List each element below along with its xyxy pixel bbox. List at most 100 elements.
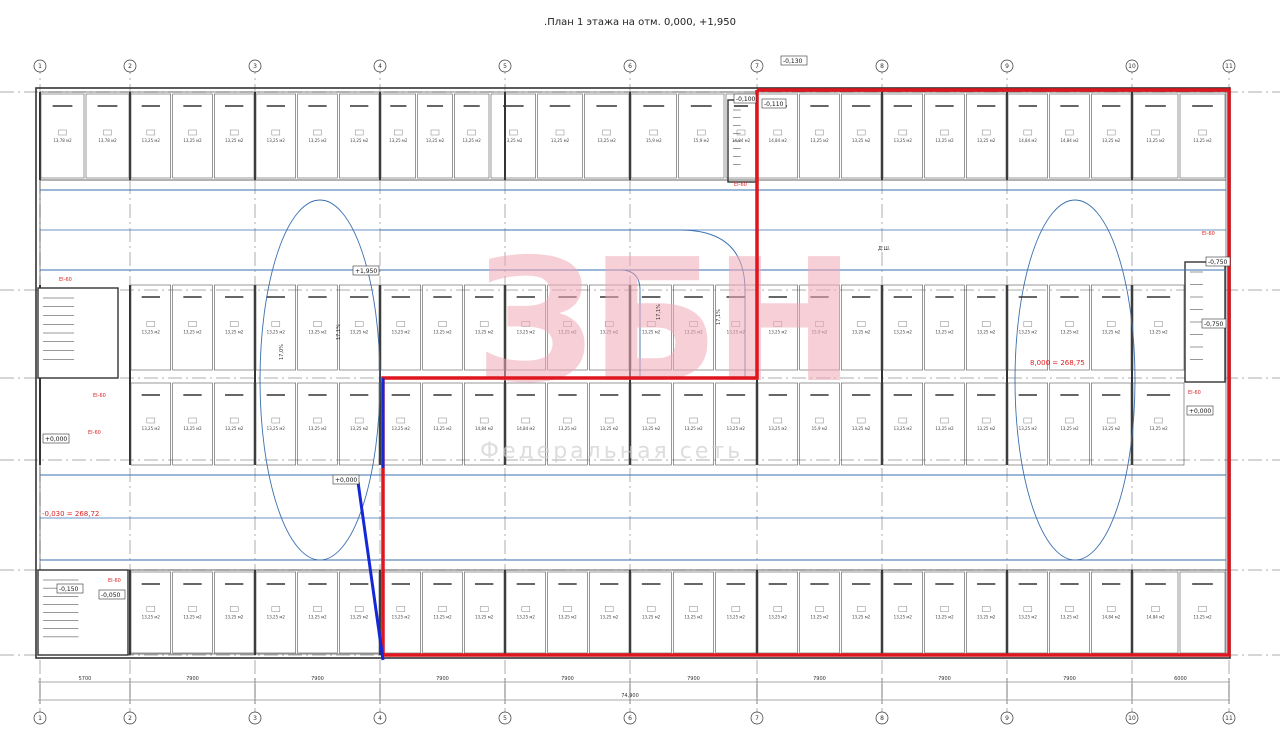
parking-area-label: 13,25 м2: [350, 615, 369, 620]
parking-space: 14,84 м2: [505, 382, 546, 466]
parking-space-outline: [297, 382, 338, 466]
parking-space: 13,25 м2: [490, 93, 536, 179]
parking-space-outline: [882, 382, 923, 466]
blue-ramp-line-diagonal: [356, 481, 385, 661]
space-number-box: [1023, 321, 1033, 327]
parking-space-outline: [255, 93, 296, 179]
space-number-box: [1154, 321, 1163, 327]
parking-space-outline: [715, 571, 757, 654]
parking-space-outline: [966, 284, 1007, 371]
parking-space: 13,25 м2: [172, 93, 213, 179]
parking-space-outline: [255, 284, 296, 371]
parking-space: 13,25 м2: [537, 93, 583, 179]
parking-space-outline: [673, 284, 714, 371]
axis-bubble-circle-top: [373, 59, 387, 73]
space-number-box: [898, 129, 908, 136]
parking-space: 13,25 м2: [1007, 382, 1048, 466]
axis-bubble: 66: [623, 59, 637, 725]
parking-space: 13,25 м2: [172, 284, 213, 371]
level-mark: +0,000: [1189, 408, 1211, 415]
fire-rating-label: EI-60: [1202, 231, 1215, 237]
space-number-box: [1065, 321, 1074, 327]
parking-space: 13,25 м2: [882, 93, 923, 179]
space-number-box: [649, 129, 658, 136]
fire-rating-label: EI-60: [93, 393, 106, 399]
parking-area-label: 13,25 м2: [142, 138, 161, 143]
parking-space-outline: [630, 382, 672, 466]
parking-area-label: 13,25 м2: [727, 426, 746, 431]
space-number-box: [940, 417, 949, 424]
parking-area-label: 13,25 м2: [1060, 615, 1079, 620]
parking-space: 13,25 м2: [1091, 284, 1132, 371]
parking-area-label: 13,25 м2: [267, 138, 286, 143]
axis-bubble-circle: [1000, 711, 1014, 725]
parking-space: 14,84 м2: [464, 382, 505, 466]
parking-space: 13,25 м2: [799, 571, 840, 654]
span-dimension: 7900: [311, 676, 324, 682]
parking-space-outline: [589, 284, 630, 371]
space-number-box: [521, 417, 531, 424]
slope-label: 17,1%: [336, 324, 342, 340]
axis-label: 1: [38, 715, 42, 722]
parking-space-outline: [172, 93, 213, 179]
axis-bubble-circle: [1125, 711, 1139, 725]
space-number-box: [856, 606, 866, 612]
parking-space: 13,25 м2: [380, 284, 421, 371]
parking-space: 13,25 м2: [673, 284, 714, 371]
parking-area-label: 13,25 м2: [977, 426, 996, 431]
parking-space: 13,25 м2: [630, 382, 672, 466]
axis-bubble-circle: [248, 711, 262, 725]
parking-space-outline: [380, 571, 421, 654]
span-dimension: 7900: [186, 676, 199, 682]
space-number-box: [981, 417, 991, 424]
parking-space: 13,25 м2: [255, 382, 296, 466]
parking-area-label: 13,25 м2: [308, 138, 327, 143]
space-number-box: [731, 606, 741, 612]
parking-space-outline: [297, 571, 338, 654]
parking-area-label: 14,84 м2: [769, 138, 788, 143]
axis-label-top: 4: [378, 63, 382, 70]
parking-space: 13,25 м2: [505, 571, 546, 654]
space-number-box: [396, 606, 406, 612]
parking-space-outline: [547, 571, 588, 654]
parking-space: 13,25 м2: [1091, 382, 1132, 466]
parking-space: 13,25 м2: [339, 571, 380, 654]
parking-area-label: 13,25 м2: [142, 426, 161, 431]
parking-area-label: 13,25 м2: [852, 426, 871, 431]
axis-label: 4: [378, 715, 382, 722]
parking-area-label: 13,25 м2: [935, 330, 954, 335]
parking-space: 13,25 м2: [130, 382, 171, 466]
axis-label-top: 7: [755, 63, 759, 70]
parking-space-outline: [85, 93, 130, 179]
parking-area-label: 13,25 м2: [183, 615, 202, 620]
space-number-box: [229, 606, 239, 612]
parking-space-outline: [214, 93, 255, 179]
parking-area-label: 15,9 м2: [812, 426, 828, 431]
parking-area-label: 13,25 м2: [1149, 330, 1168, 335]
parking-space-outline: [799, 571, 840, 654]
space-number-box: [898, 321, 908, 327]
parking-area-label: 13,25 м2: [598, 138, 617, 143]
fire-rating-label: EI-60: [734, 182, 747, 188]
parking-space: 13,25 м2: [1132, 382, 1185, 466]
axis-label-top: 2: [128, 63, 132, 70]
space-number-box: [563, 321, 572, 327]
parking-space: 13,25 м2: [130, 284, 171, 371]
parking-space: 13,25 м2: [924, 382, 965, 466]
parking-area-label: 13,25 м2: [684, 426, 703, 431]
ramp-loop: [380, 269, 641, 378]
space-number-box: [229, 417, 239, 424]
parking-space: 13,25 м2: [1091, 93, 1132, 179]
level-mark: +0,000: [335, 477, 357, 484]
parking-area-label: 13,25 м2: [392, 615, 411, 620]
parking-area-label: 13,25 м2: [1102, 138, 1121, 143]
parking-space-outline: [1049, 382, 1090, 466]
parking-space: 13,25 м2: [882, 571, 923, 654]
stair-core: [37, 287, 119, 379]
parking-space: 13,25 м2: [547, 382, 588, 466]
space-number-box: [1023, 417, 1033, 424]
driveway-lanes: [40, 179, 1226, 571]
parking-space-outline: [255, 571, 296, 654]
total-length: 74,900: [621, 693, 639, 699]
